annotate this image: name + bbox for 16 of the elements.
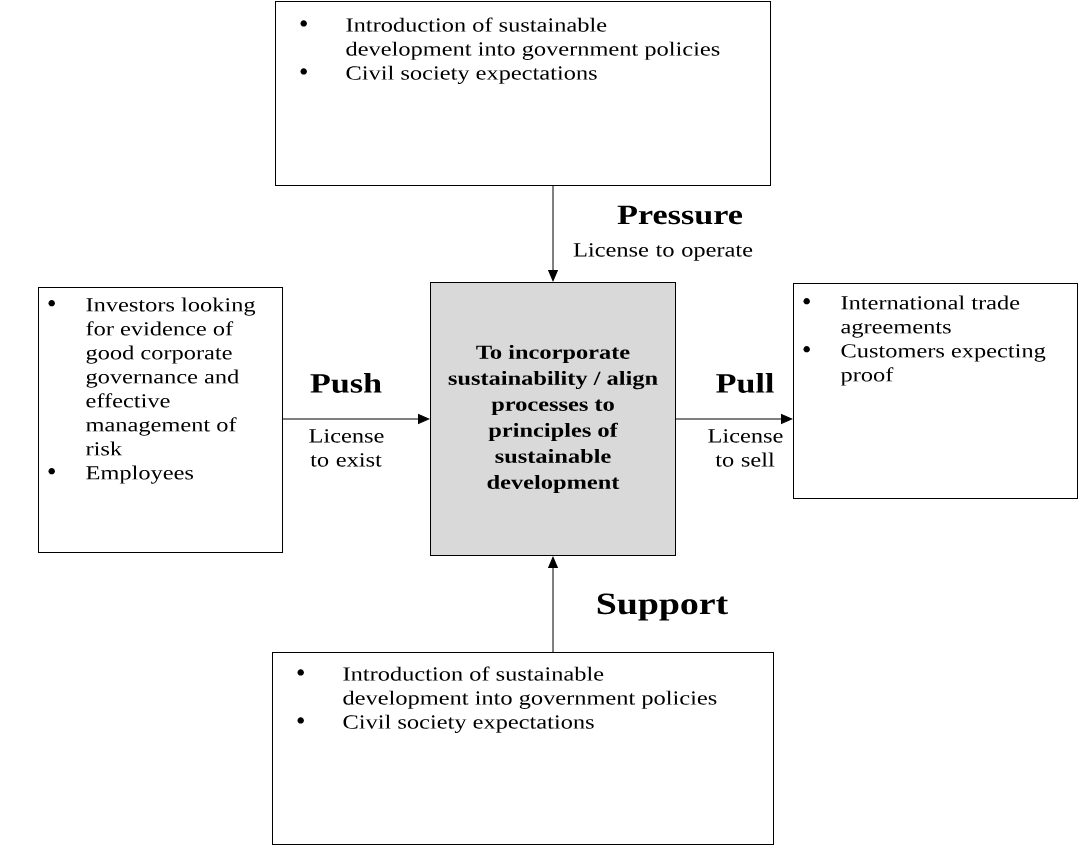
arrow (548, 185, 558, 282)
arrow (548, 556, 558, 653)
note-text: License to sell (708, 429, 783, 467)
bullet-list-box: Introduction of sustainable development into government policies Civil society expectations (275, 1, 771, 186)
edge-label: Push (310, 373, 382, 393)
bullet-list-box: Investors looking for evidence of good corporate governance and effective management of risk Employees (38, 287, 283, 553)
note-text: License to operate (573, 243, 753, 261)
process-box: To incorporate sustainability / align processes to principles of sustainable development (430, 282, 676, 556)
bullet-list-box: International trade agreements Customers expecting proof (793, 283, 1078, 499)
arrow (675, 414, 793, 424)
edge-label: Support (597, 593, 729, 621)
bullet-list-box: Introduction of sustainable development into government policies Civil society expectations (272, 652, 774, 845)
edge-label: Pressure (617, 205, 743, 225)
edge-label: Pull (716, 373, 774, 393)
arrow (282, 414, 430, 424)
note-text: License to exist (309, 429, 384, 467)
